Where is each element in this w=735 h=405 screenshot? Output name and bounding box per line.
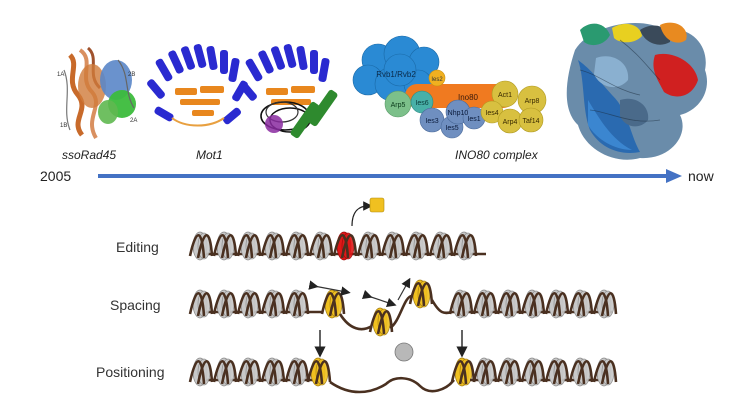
nucleosome bbox=[260, 289, 286, 319]
spacing-arrow bbox=[397, 277, 411, 301]
nucleosome bbox=[284, 357, 310, 387]
dna-linker bbox=[430, 299, 453, 315]
ino80-ies2-label: Ies2 bbox=[431, 77, 443, 83]
ino80-taf14-label: Taf14 bbox=[522, 118, 539, 125]
nucleosome bbox=[452, 231, 478, 261]
caption-ino80: INO80 complex bbox=[455, 148, 538, 162]
ino80-ino80-label: Ino80 bbox=[458, 93, 479, 102]
ino80-ies1-label: Ies1 bbox=[467, 116, 480, 123]
nucleosome bbox=[236, 357, 262, 387]
variant-nucleosome bbox=[306, 357, 332, 387]
cryo-em-structure bbox=[566, 22, 708, 160]
nucleosome bbox=[568, 357, 594, 387]
dna-linker bbox=[389, 294, 413, 330]
variant-nucleosome bbox=[450, 357, 476, 387]
nucleosome bbox=[544, 357, 570, 387]
nucleosome bbox=[356, 231, 382, 261]
nucleosome bbox=[544, 289, 570, 319]
ssorad-label-1a: 1A bbox=[57, 72, 64, 78]
nucleosome bbox=[520, 357, 546, 387]
nucleosome bbox=[188, 289, 214, 319]
nucleosome bbox=[448, 289, 474, 319]
timeline-start-label: 2005 bbox=[40, 168, 72, 184]
variant-nucleosome bbox=[408, 279, 434, 309]
nucleosome bbox=[188, 231, 214, 261]
row-label-editing: Editing bbox=[116, 239, 159, 255]
row-label-spacing: Spacing bbox=[110, 297, 161, 313]
nucleosome bbox=[592, 289, 618, 319]
ssorad-label-2b: 2B bbox=[128, 72, 135, 78]
ino80-ies3-label: Ies3 bbox=[425, 118, 438, 125]
editing-exchange bbox=[351, 197, 385, 227]
dna-linker bbox=[338, 313, 373, 331]
nucleosome bbox=[496, 357, 522, 387]
ino80-ies6-label: Ies6 bbox=[415, 100, 428, 107]
nucleosome bbox=[212, 289, 238, 319]
nucleosome bbox=[212, 231, 238, 261]
nucleosome bbox=[260, 231, 286, 261]
nucleosome bbox=[188, 357, 214, 387]
nucleosome bbox=[308, 231, 334, 261]
evicted-histone bbox=[394, 342, 414, 362]
ssorad-label-1b: 1B bbox=[60, 123, 67, 129]
ino80-complex: Rvb1/Rvb2 Ino80 Ies2 Arp5 Ies6 Nhp10 Ies… bbox=[352, 35, 547, 139]
mot1-dna-structure bbox=[239, 44, 338, 139]
ino80-arp8-label: Arp8 bbox=[525, 98, 540, 105]
spacing-arrow bbox=[361, 289, 397, 308]
timeline-arrow bbox=[98, 169, 682, 183]
ino80-arp5-label: Arp5 bbox=[391, 102, 406, 109]
ino80-act1-label: Act1 bbox=[498, 92, 512, 99]
row-label-positioning: Positioning bbox=[96, 364, 165, 380]
edited-nucleosome bbox=[332, 231, 358, 261]
nucleosome bbox=[472, 357, 498, 387]
timeline-end-label: now bbox=[688, 168, 714, 184]
variant-nucleosome bbox=[368, 307, 394, 337]
nucleosome bbox=[284, 289, 310, 319]
mot1-structure bbox=[147, 44, 248, 127]
nucleosome bbox=[236, 231, 262, 261]
nucleosome bbox=[496, 289, 522, 319]
nucleosome bbox=[236, 289, 262, 319]
nucleosome bbox=[428, 231, 454, 261]
nucleosome bbox=[520, 289, 546, 319]
nucleosome bbox=[212, 357, 238, 387]
ssorad-label-2a: 2A bbox=[130, 118, 137, 124]
ino80-ies5-label: Ies5 bbox=[445, 125, 458, 132]
ino80-nhp10-label: Nhp10 bbox=[448, 110, 469, 117]
nucleosome bbox=[404, 231, 430, 261]
nucleosome-rows bbox=[188, 231, 618, 394]
caption-ssorad45: ssoRad45 bbox=[62, 148, 117, 162]
ino80-ies4-label: Ies4 bbox=[485, 110, 498, 117]
nucleosome bbox=[260, 357, 286, 387]
nucleosome bbox=[472, 289, 498, 319]
nucleosome bbox=[568, 289, 594, 319]
ino80-rvb-label: Rvb1/Rvb2 bbox=[376, 70, 416, 79]
spacing-arrow bbox=[308, 280, 351, 296]
nucleosome bbox=[284, 231, 310, 261]
caption-mot1: Mot1 bbox=[196, 148, 223, 162]
ssorad45-structure: 1A 2B 1B 2A bbox=[57, 46, 137, 140]
nucleosome bbox=[380, 231, 406, 261]
dna-linker bbox=[329, 376, 456, 394]
nucleosome bbox=[592, 357, 618, 387]
ino80-arp4-label: Arp4 bbox=[503, 119, 518, 126]
